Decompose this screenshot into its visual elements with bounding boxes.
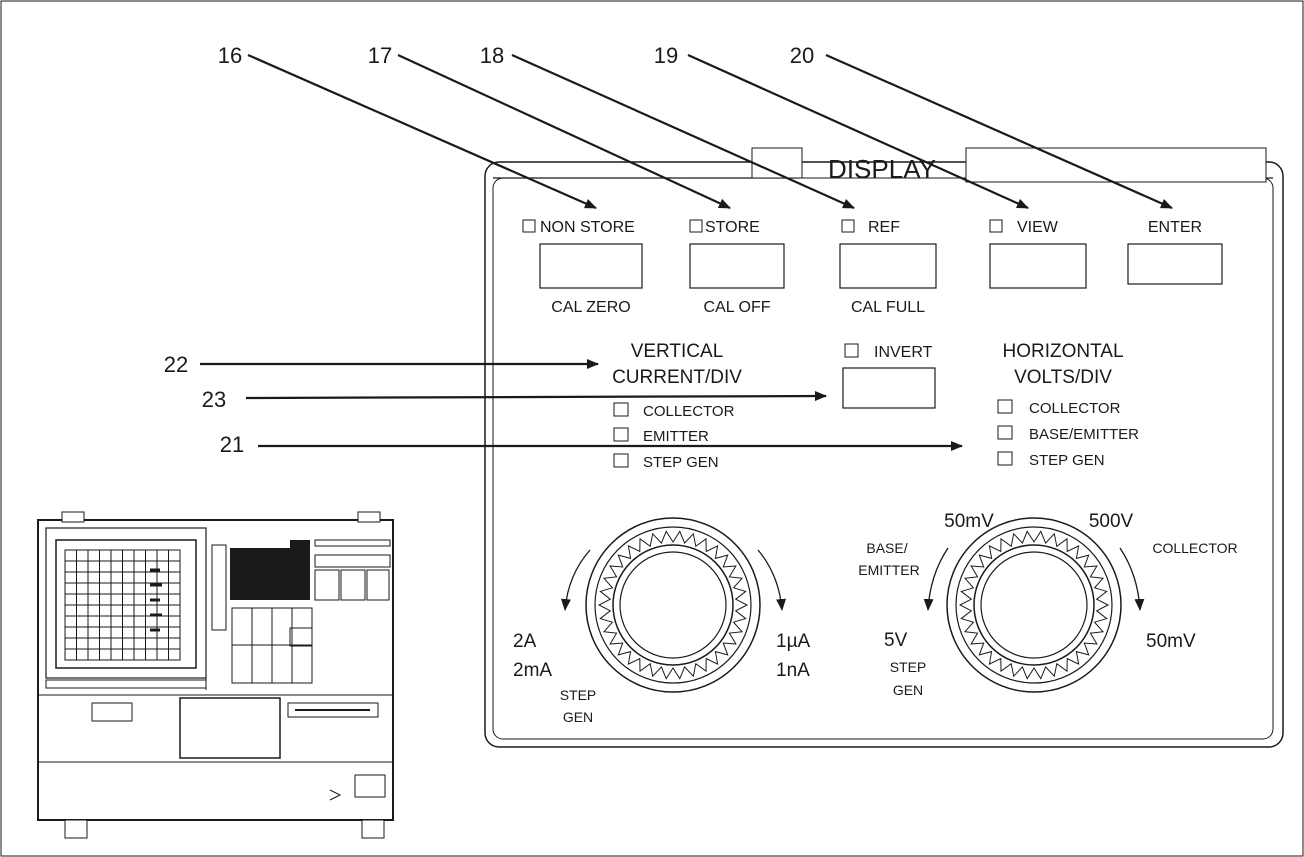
horizontal-option-step-gen[interactable]: STEP GEN (997, 451, 1105, 469)
horizontal-title: HORIZONTAL (1002, 341, 1123, 362)
horizontal-label-50mv-bottom: 50mV (1146, 631, 1196, 652)
display-label-box-right (965, 147, 1267, 183)
store-label: STORE (705, 219, 760, 236)
horizontal-option-collector[interactable]: COLLECTOR (997, 399, 1121, 417)
horizontal-step-gen-led (997, 451, 1013, 466)
horizontal-emitter-label: EMITTER (858, 562, 919, 578)
horizontal-label-5v: 5V (884, 630, 908, 651)
horizontal-gen-label: GEN (893, 682, 923, 698)
arrow-19 (687, 53, 1029, 210)
horizontal-label-50mv-top: 50mV (944, 511, 994, 532)
horizontal-subtitle: VOLTS/DIV (1014, 367, 1112, 388)
vertical-label-2a: 2A (513, 631, 537, 652)
thumbnail-graticule (64, 549, 181, 661)
invert-label: INVERT (874, 344, 933, 361)
button-invert[interactable]: INVERT (842, 343, 936, 409)
horizontal-ccw-arrow (923, 547, 949, 611)
ref-led (841, 219, 855, 233)
arrow-17 (397, 54, 731, 209)
vertical-title: VERTICAL (631, 341, 724, 362)
horizontal-step-label: STEP (890, 659, 927, 675)
vertical-ccw-arrow (560, 549, 591, 611)
button-view[interactable]: VIEW (989, 219, 1087, 289)
view-label: VIEW (1017, 219, 1059, 236)
horizontal-label-500v: 500V (1089, 511, 1134, 532)
horizontal-option-base-emitter[interactable]: BASE/EMITTER (997, 425, 1139, 443)
arrow-16 (247, 53, 597, 210)
display-inner-frame (492, 177, 1274, 740)
callout-17: 17 (368, 43, 392, 68)
callout-23: 23 (202, 387, 226, 412)
vertical-collector-label: COLLECTOR (643, 403, 735, 420)
button-store[interactable]: STORE CAL OFF (689, 219, 785, 316)
instrument-thumbnail (37, 511, 394, 839)
ref-label: REF (868, 219, 900, 236)
cal-off-label: CAL OFF (704, 299, 771, 316)
button-enter[interactable]: ENTER (1127, 219, 1223, 285)
vertical-subtitle: CURRENT/DIV (612, 367, 742, 388)
callout-arrows (200, 53, 1173, 451)
horizontal-collector-label: COLLECTOR (1029, 400, 1121, 417)
vertical-current-knob[interactable] (585, 517, 761, 693)
vertical-option-collector[interactable]: COLLECTOR (613, 402, 735, 420)
callout-21: 21 (220, 432, 244, 457)
cal-full-label: CAL FULL (851, 299, 925, 316)
horizontal-base-emitter-led (997, 425, 1013, 440)
horizontal-volts-knob[interactable] (946, 517, 1122, 693)
callout-19: 19 (654, 43, 678, 68)
vertical-cw-arrow (757, 549, 787, 611)
horizontal-cw-arrow (1119, 547, 1145, 611)
horizontal-collector-side-label: COLLECTOR (1152, 540, 1237, 556)
horizontal-base-emitter-label: BASE/EMITTER (1029, 426, 1139, 443)
arrow-20 (825, 53, 1173, 210)
vertical-emitter-led (613, 427, 629, 442)
non-store-label: NON STORE (540, 219, 635, 236)
callout-16: 16 (218, 43, 242, 68)
ref-key[interactable] (839, 243, 937, 289)
invert-led (844, 343, 859, 358)
vertical-step-gen-label: STEP GEN (643, 454, 719, 471)
vertical-label-2ma: 2mA (513, 660, 552, 681)
horizontal-step-gen-label: STEP GEN (1029, 452, 1105, 469)
store-led (689, 219, 703, 233)
horizontal-collector-led (997, 399, 1013, 414)
cal-zero-label: CAL ZERO (551, 299, 630, 316)
invert-key[interactable] (842, 367, 936, 409)
vertical-collector-led (613, 402, 629, 417)
vertical-step-label: STEP (560, 687, 597, 703)
vertical-step-gen-led (613, 453, 629, 468)
vertical-label-1ua: 1µA (776, 631, 811, 652)
button-non-store[interactable]: NON STORE CAL ZERO (522, 219, 643, 316)
view-led (989, 219, 1003, 233)
non-store-key[interactable] (539, 243, 643, 289)
view-key[interactable] (989, 243, 1087, 289)
callout-22: 22 (164, 352, 188, 377)
callout-20: 20 (790, 43, 814, 68)
vertical-gen-label: GEN (563, 709, 593, 725)
enter-label: ENTER (1148, 219, 1202, 236)
arrow-23 (245, 391, 827, 402)
vertical-option-emitter[interactable]: EMITTER (613, 427, 709, 445)
horizontal-base-label: BASE/ (866, 540, 907, 556)
button-ref[interactable]: REF CAL FULL (839, 219, 937, 316)
store-key[interactable] (689, 243, 785, 289)
arrow-18 (511, 53, 855, 210)
vertical-emitter-label: EMITTER (643, 428, 709, 445)
callout-18: 18 (480, 43, 504, 68)
non-store-led (522, 219, 536, 233)
vertical-option-step-gen[interactable]: STEP GEN (613, 453, 719, 471)
vertical-label-1na: 1nA (776, 660, 810, 681)
enter-key[interactable] (1127, 243, 1223, 285)
